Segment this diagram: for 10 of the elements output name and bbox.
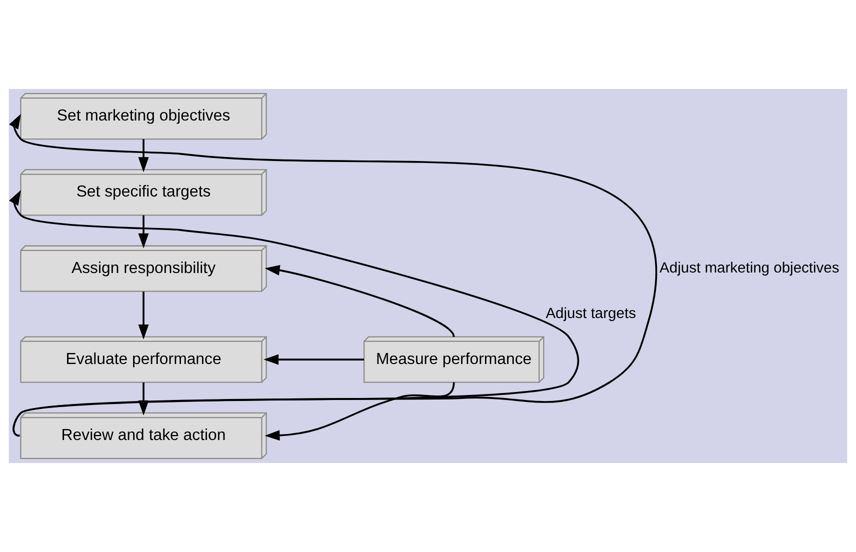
edge-label: Adjust marketing objectives (660, 260, 840, 276)
edge-label: Adjust targets (546, 306, 636, 322)
arrow (9, 190, 579, 436)
arrow (138, 215, 149, 248)
arrow (264, 264, 455, 338)
arrow (9, 114, 656, 436)
arrow (138, 139, 149, 172)
arrow (138, 292, 149, 340)
arrow (264, 382, 455, 441)
arrow (264, 354, 364, 365)
